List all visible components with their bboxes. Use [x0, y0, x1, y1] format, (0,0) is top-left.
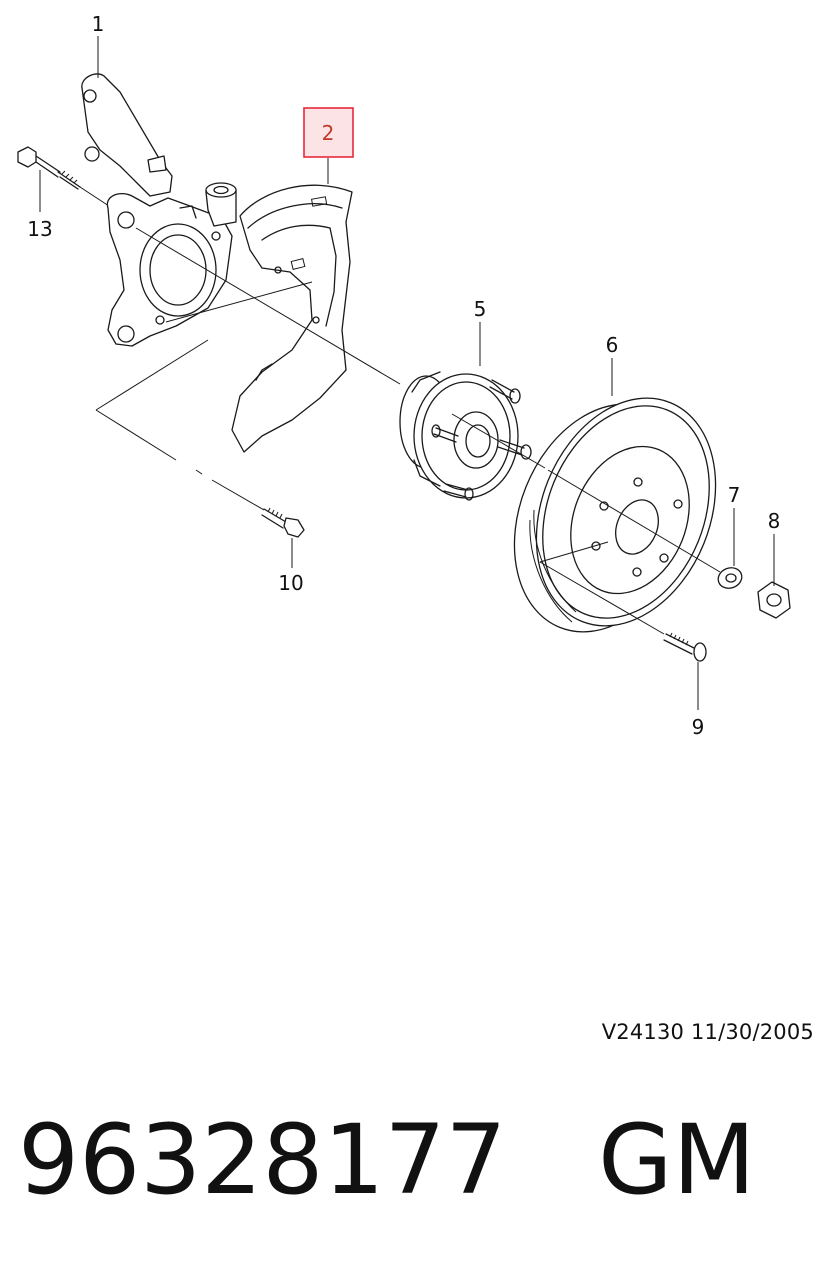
callout-10: 10 — [278, 571, 303, 595]
callout-leaders — [39, 36, 775, 710]
part-2-dust-shield — [231, 184, 353, 453]
callout-5: 5 — [474, 297, 487, 321]
part-10-shield-bolt — [261, 507, 305, 538]
part-7-washer — [717, 567, 743, 589]
callout-6: 6 — [606, 333, 619, 357]
drawing-code: V24130 11/30/2005 — [601, 1020, 814, 1044]
callout-8: 8 — [768, 509, 781, 533]
callout-labels: 1 2 5 6 7 8 9 10 13 — [27, 12, 780, 739]
callout-1: 1 — [92, 12, 105, 36]
exploded-parts-diagram: 1 2 5 6 7 8 9 10 13 — [17, 12, 791, 739]
part-8-nut — [757, 581, 791, 619]
callout-9: 9 — [692, 715, 705, 739]
callout-7: 7 — [728, 483, 741, 507]
callout-2: 2 — [322, 121, 335, 145]
part-number-line: 96328177 GM — [18, 1112, 755, 1208]
assembly-guide-lines — [95, 227, 721, 635]
brand-name: GM — [598, 1104, 756, 1216]
part-13-bolt — [17, 146, 113, 209]
callout-13: 13 — [27, 217, 52, 241]
part-6-brake-disc — [513, 397, 717, 633]
part-5-hub-bearing — [399, 371, 532, 501]
part-brand-gap — [507, 1104, 599, 1216]
part-number: 96328177 — [18, 1104, 507, 1216]
part-1-steering-knuckle — [81, 73, 237, 347]
callout-2-highlight-box — [303, 107, 354, 158]
part-9-disc-screw — [663, 632, 707, 662]
